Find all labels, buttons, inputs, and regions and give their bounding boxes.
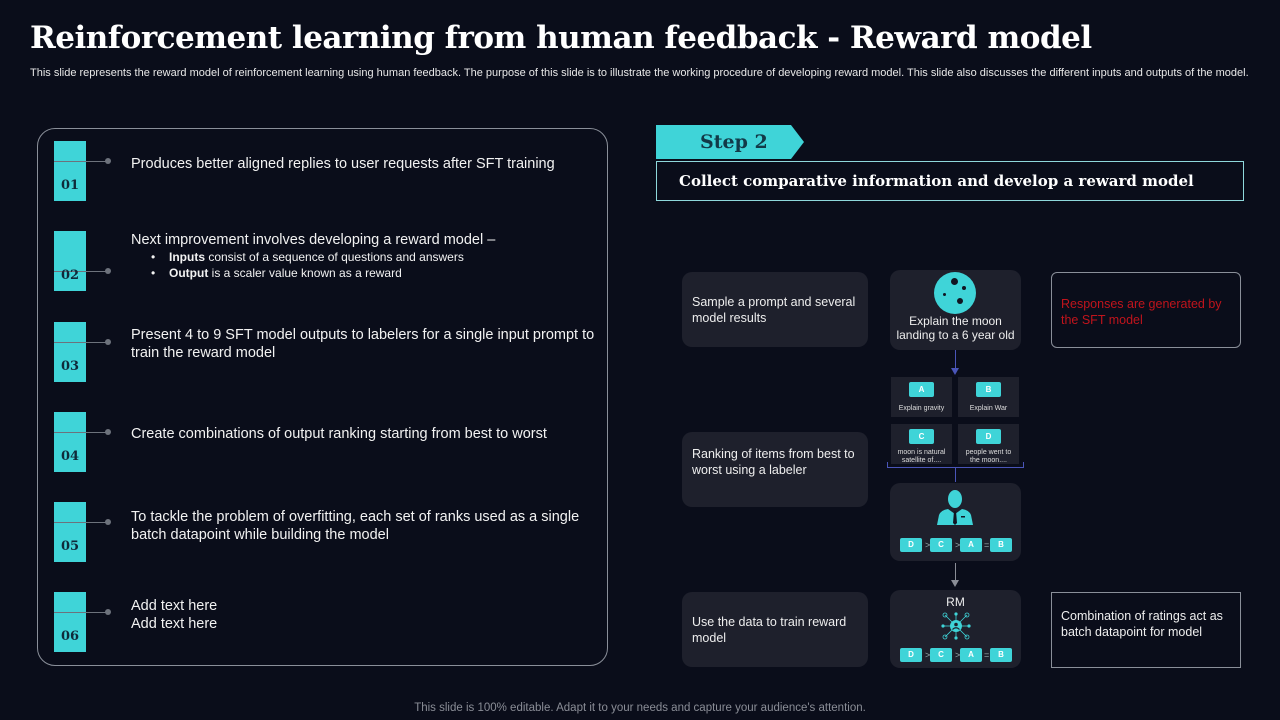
- network-icon: [941, 612, 971, 640]
- connector-dot: [105, 268, 111, 274]
- option-tag: D: [976, 429, 1001, 444]
- item-text: Next improvement involves developing a r…: [131, 231, 601, 281]
- connector-dot: [105, 158, 111, 164]
- rm-label: RM: [946, 595, 965, 609]
- item-number: 06: [60, 629, 80, 644]
- labeler-card: D > C > A = B: [890, 483, 1021, 561]
- item-number: 05: [60, 539, 80, 554]
- arrow-line: [955, 563, 956, 581]
- number-box: 02: [54, 231, 111, 291]
- item-number: 02: [60, 268, 80, 283]
- bullet-inputs: Inputs consist of a sequence of question…: [151, 249, 601, 265]
- rank-tag: D: [900, 648, 922, 662]
- connector-dot: [105, 339, 111, 345]
- rank-op: >: [925, 650, 931, 660]
- bracket-stem: [955, 467, 956, 482]
- connector-line: [54, 271, 108, 272]
- rank-tag: A: [960, 648, 982, 662]
- footer-note: This slide is 100% editable. Adapt it to…: [414, 702, 866, 714]
- reward-model-card: RM D > C > A = B: [890, 590, 1021, 668]
- option-b: B Explain War: [958, 377, 1019, 417]
- item-main-text: Next improvement involves developing a r…: [131, 232, 496, 248]
- option-tag: A: [909, 382, 934, 397]
- prompt-text: Explain the moon landing to a 6 year old: [896, 314, 1015, 342]
- rank-tag: C: [930, 648, 952, 662]
- option-text: Explain gravity: [898, 405, 945, 412]
- option-text: Explain War: [969, 405, 1008, 412]
- item-text: Produces better aligned replies to user …: [131, 156, 555, 172]
- moon-icon: [934, 272, 976, 314]
- bullet-list: Inputs consist of a sequence of question…: [131, 249, 601, 281]
- item-number: 04: [60, 449, 80, 464]
- number-box: 03: [54, 322, 111, 382]
- arrow-down-icon: [951, 368, 959, 375]
- item-number: 01: [60, 178, 80, 193]
- arrow-line: [955, 350, 956, 370]
- item-line-1: Add text here: [131, 598, 218, 614]
- option-a: A Explain gravity: [891, 377, 952, 417]
- rank-tag: B: [990, 538, 1012, 552]
- connector-line: [54, 432, 108, 433]
- note-combination: Combination of ratings act as batch data…: [1051, 592, 1241, 668]
- connector-line: [54, 522, 108, 523]
- rank-op: =: [984, 540, 990, 550]
- rank-op: =: [984, 650, 990, 660]
- number-box: 01: [54, 141, 111, 201]
- page-subtitle: This slide represents the reward model o…: [30, 67, 1249, 79]
- item-line-2: Add text here: [131, 616, 218, 632]
- bullet-output: Output is a scaler value known as a rewa…: [151, 265, 601, 281]
- bullet-bold: Output: [169, 266, 209, 280]
- rank-tag: A: [960, 538, 982, 552]
- label-sample-prompt: Sample a prompt and several model result…: [682, 272, 868, 347]
- rank-tag: B: [990, 648, 1012, 662]
- ranking-row: D > C > A = B: [900, 538, 1012, 552]
- step-description: Collect comparative information and deve…: [679, 172, 1194, 190]
- item-text: Add text here Add text here: [131, 597, 601, 633]
- connector-dot: [105, 429, 111, 435]
- connector-line: [54, 612, 108, 613]
- item-text: To tackle the problem of overfitting, ea…: [131, 509, 580, 543]
- step-badge: Step 2: [656, 125, 804, 159]
- option-tag: C: [909, 429, 934, 444]
- connector-line: [54, 161, 108, 162]
- rank-tag: C: [930, 538, 952, 552]
- number-box: 06: [54, 592, 111, 652]
- person-icon: [937, 490, 973, 525]
- rank-op: >: [955, 540, 961, 550]
- connector-dot: [105, 519, 111, 525]
- item-text: Present 4 to 9 SFT model outputs to labe…: [131, 327, 595, 361]
- label-train: Use the data to train reward model: [682, 592, 868, 667]
- step-description-box: Collect comparative information and deve…: [656, 161, 1244, 201]
- bullet-rest: is a scaler value known as a reward: [208, 266, 402, 280]
- connector-line: [54, 342, 108, 343]
- connector-dot: [105, 609, 111, 615]
- note-responses: Responses are generated by the SFT model: [1051, 272, 1241, 348]
- number-box: 04: [54, 412, 111, 472]
- bullet-bold: Inputs: [169, 250, 205, 264]
- rank-tag: D: [900, 538, 922, 552]
- item-text: Create combinations of output ranking st…: [131, 426, 547, 442]
- arrow-down-icon: [951, 580, 959, 587]
- rank-op: >: [925, 540, 931, 550]
- bullet-rest: consist of a sequence of questions and a…: [205, 250, 464, 264]
- ranking-row: D > C > A = B: [900, 648, 1012, 662]
- item-number: 03: [60, 359, 80, 374]
- number-box: 05: [54, 502, 111, 562]
- rank-op: >: [955, 650, 961, 660]
- prompt-card: Explain the moon landing to a 6 year old: [890, 270, 1021, 350]
- label-ranking: Ranking of items from best to worst usin…: [682, 432, 868, 507]
- option-tag: B: [976, 382, 1001, 397]
- option-text: people went to the moon....: [965, 449, 1012, 464]
- option-text: moon is natural satellite of....: [897, 449, 946, 464]
- page-title: Reinforcement learning from human feedba…: [30, 20, 1092, 56]
- step-badge-label: Step 2: [700, 131, 768, 153]
- steps-panel: 01 Produces better aligned replies to us…: [37, 128, 608, 666]
